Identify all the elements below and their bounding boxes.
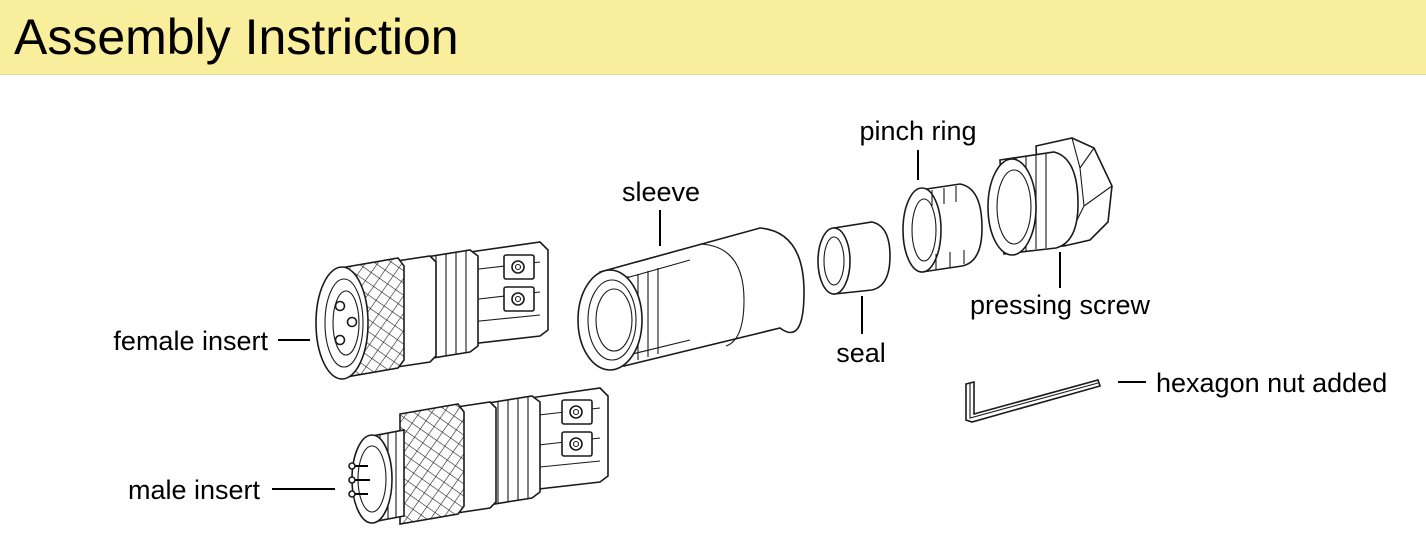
pressing-screw-label: pressing screw [970, 290, 1151, 320]
male-insert-label: male insert [128, 475, 261, 505]
title-bar: Assembly Instriction [0, 0, 1426, 75]
sleeve-label: sleeve [622, 177, 700, 207]
female-insert-part [315, 241, 549, 380]
male-insert-part [348, 387, 609, 525]
hex-key-part [965, 379, 1102, 423]
pinch-ring-part [902, 183, 983, 273]
seal-label: seal [836, 338, 886, 368]
pressing-screw-part [987, 137, 1113, 256]
sleeve-part [577, 227, 805, 371]
seal-part [817, 221, 891, 295]
pinch-ring-label: pinch ring [859, 116, 976, 146]
female-insert-label: female insert [113, 326, 268, 356]
page-title: Assembly Instriction [14, 9, 459, 65]
hexagon-nut-label: hexagon nut added [1156, 368, 1387, 398]
